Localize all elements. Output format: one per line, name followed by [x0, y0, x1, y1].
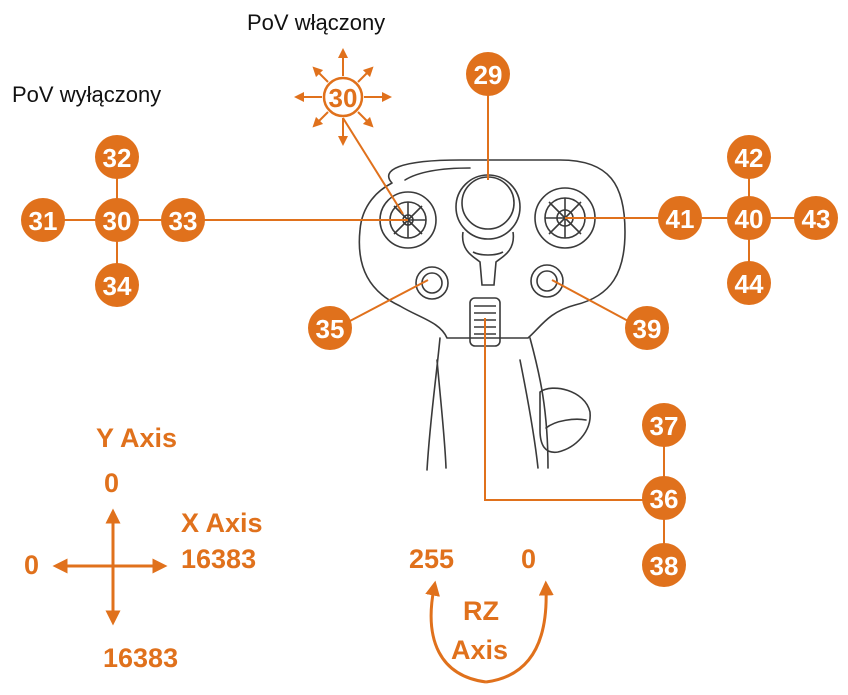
pov-on-indicator: 30: [294, 48, 392, 146]
badge-33: [161, 198, 205, 242]
pov-direction-arrows: [294, 48, 392, 146]
badge-29-label: 29: [474, 60, 503, 90]
x-axis-title: X Axis: [181, 508, 263, 538]
badge-44-label: 44: [735, 269, 764, 299]
badge-33-label: 33: [169, 206, 198, 236]
badge-41: [658, 196, 702, 240]
badge-37-label: 37: [650, 411, 679, 441]
x-axis-min: 0: [24, 550, 40, 580]
badge-30-off-label: 30: [103, 206, 132, 236]
badge-41-label: 41: [666, 204, 695, 234]
pov-on-title: PoV włączony: [247, 10, 386, 35]
joystick-outline: [358, 159, 626, 471]
badge-35-label: 35: [316, 314, 345, 344]
badge-30-on-label: 30: [329, 83, 358, 113]
badge-38-label: 38: [650, 551, 679, 581]
badge-39-label: 39: [633, 314, 662, 344]
side-buttons: [415, 264, 564, 300]
rz-axis-right-value: 0: [521, 544, 537, 574]
badge-43: [794, 196, 838, 240]
badge-40: [727, 196, 771, 240]
rz-axis-left-value: 255: [409, 544, 455, 574]
badge-34: [95, 263, 139, 307]
badge-30-off: [95, 198, 139, 242]
badge-40-label: 40: [735, 204, 764, 234]
badge-32-label: 32: [103, 143, 132, 173]
badge-42: [727, 135, 771, 179]
badge-29: [466, 52, 510, 96]
rz-axis-title-line2: Axis: [451, 635, 509, 665]
y-axis-max: 16383: [103, 643, 179, 673]
badge-44: [727, 261, 771, 305]
y-axis-min: 0: [104, 468, 120, 498]
badges: 29 32 31 30 33 34 35 39 42 41 40 43: [21, 52, 838, 587]
badge-38: [642, 543, 686, 587]
badge-34-label: 34: [103, 271, 132, 301]
badge-37: [642, 403, 686, 447]
xy-axis-cross: [52, 508, 168, 626]
badge-31: [21, 198, 65, 242]
badge-31-label: 31: [29, 206, 58, 236]
badge-36-label: 36: [650, 484, 679, 514]
rz-axis-arrows: [425, 580, 554, 684]
badge-35: [308, 306, 352, 350]
x-axis-max: 16383: [181, 544, 257, 574]
badge-32: [95, 135, 139, 179]
badge-42-label: 42: [735, 143, 764, 173]
rz-axis-title-line1: RZ: [463, 596, 499, 626]
leader-lines: [45, 88, 815, 565]
center-knob: [455, 174, 521, 286]
badge-36: [642, 476, 686, 520]
badge-30-on: [322, 76, 364, 118]
badge-39: [625, 306, 669, 350]
badge-43-label: 43: [802, 204, 831, 234]
pov-off-title: PoV wyłączony: [12, 82, 162, 107]
y-axis-title: Y Axis: [96, 423, 178, 453]
